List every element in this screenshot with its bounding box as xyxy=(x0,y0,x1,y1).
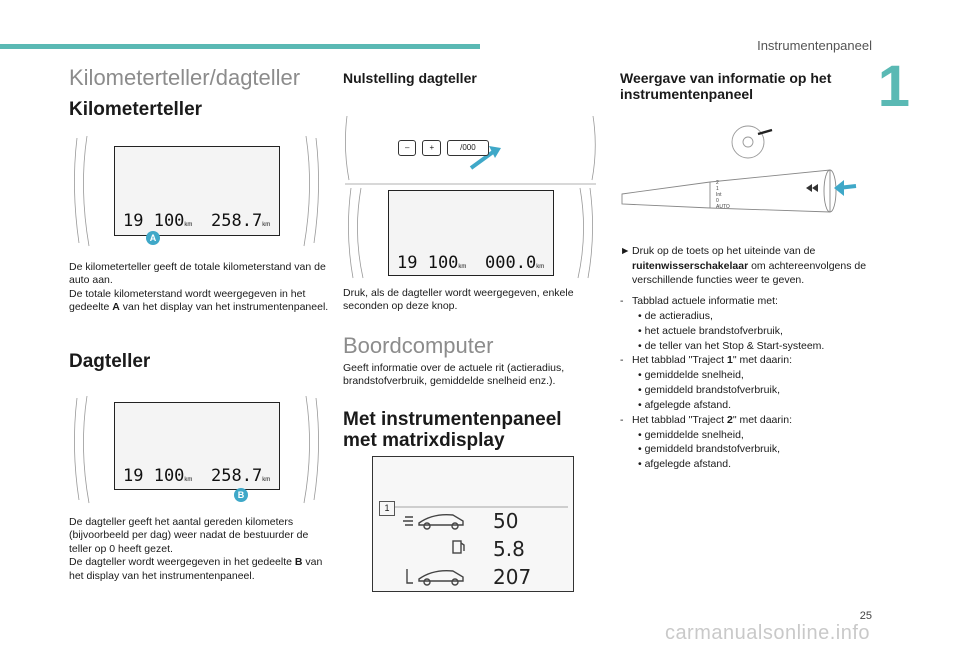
current-list-item: • de teller van het Stop & Start-systeem… xyxy=(638,339,825,352)
badge-a: A xyxy=(146,231,160,245)
section-label: Instrumentenpaneel xyxy=(757,38,872,53)
fuel-consumption-value: 5.8 xyxy=(493,537,525,561)
chapter-number: 1 xyxy=(877,54,910,119)
computer-heading: Boordcomputer xyxy=(343,333,494,358)
car-distance-icon xyxy=(406,569,464,586)
dashboard-outline xyxy=(345,115,596,279)
car-speed-icon xyxy=(403,513,464,530)
reset-figure: – + /000 19 100km 000.0km xyxy=(343,108,598,280)
reset-text: Druk, als de dagteller wordt weergegeven… xyxy=(343,287,605,314)
trip-mileage: 000.0km xyxy=(485,253,545,273)
tab-current-info: -Tabblad actuele informatie met: xyxy=(620,295,778,308)
reset-paragraph: Druk, als de dagteller wordt weergegeven… xyxy=(343,287,574,313)
trip1-list-item: • gemiddeld brandstofverbruik, xyxy=(638,384,781,397)
page-number: 25 xyxy=(859,610,872,622)
total-mileage: 19 100km xyxy=(123,466,193,486)
badge-b: B xyxy=(234,488,248,502)
total-mileage: 19 100km xyxy=(123,211,193,231)
matrix-heading: Met instrumentenpaneel met matrixdisplay xyxy=(343,409,605,452)
lcd-display: 19 100km 258.7km xyxy=(114,402,280,490)
right-text: ►Druk op de toets op het uiteinde van de… xyxy=(620,244,878,472)
trip-text: De dagteller geeft het aantal gereden ki… xyxy=(69,516,331,583)
header-accent-bar xyxy=(0,44,480,49)
odometer-paragraph-1: De kilometerteller geeft de totale kilom… xyxy=(69,261,326,287)
press-instruction: ►Druk op de toets op het uiteinde van de… xyxy=(620,245,867,287)
trip-figure: 19 100km 258.7km B xyxy=(69,388,324,506)
current-list-item: • de actieradius, xyxy=(638,309,713,322)
distance-value: 207 xyxy=(493,565,532,589)
trip1-list-item: • afgelegde afstand. xyxy=(638,398,731,411)
computer-paragraph: Geeft informatie over de actuele rit (ac… xyxy=(343,362,565,388)
trip2-list-item: • gemiddelde snelheid, xyxy=(638,428,744,441)
right-title-line-2: instrumentenpaneel xyxy=(620,86,754,103)
minus-button[interactable]: – xyxy=(398,140,417,156)
right-heading: Weergave van informatie op het instrumen… xyxy=(620,70,880,102)
left-column: Kilometerteller/dagteller Kilometertelle… xyxy=(69,65,331,121)
lcd-display: 19 100km 258.7km xyxy=(114,146,280,236)
control-buttons: – + /000 xyxy=(398,140,489,156)
gauge-tick-marks xyxy=(74,395,319,504)
trip-paragraph-2: De dagteller wordt weergegeven in het ge… xyxy=(69,556,323,582)
wiper-end-button-icon xyxy=(806,184,818,192)
total-mileage: 19 100km xyxy=(397,253,467,273)
tab-indicator: 1 xyxy=(379,501,395,516)
trip-title: Dagteller xyxy=(69,351,151,372)
reset-title: Nulstelling dagteller xyxy=(343,70,477,86)
odometer-figure: 19 100km 258.7km A xyxy=(69,128,324,250)
trip2-list-item: • afgelegde afstand. xyxy=(638,458,731,471)
computer-title: Boordcomputer xyxy=(343,333,494,358)
watermark: carmanualsonline.info xyxy=(664,622,870,644)
trip-mileage: 258.7km xyxy=(211,211,271,231)
matrix-title-line-1: Met instrumentenpaneel xyxy=(343,409,562,430)
computer-text: Geeft informatie over de actuele rit (ac… xyxy=(343,362,605,389)
reset-heading: Nulstelling dagteller xyxy=(343,70,477,86)
lcd-display: 19 100km 000.0km xyxy=(388,190,554,276)
trip2-list-item: • gemiddeld brandstofverbruik, xyxy=(638,443,781,456)
trip-heading: Dagteller xyxy=(69,351,151,373)
plus-button[interactable]: + xyxy=(422,140,442,156)
main-title: Kilometerteller/dagteller xyxy=(69,65,301,90)
current-list-item: • het actuele brandstofverbruik, xyxy=(638,324,783,337)
wiper-stalk-figure: 2 1 Int 0 AUTO xyxy=(620,112,875,230)
matrix-title-line-2: met matrixdisplay xyxy=(343,429,505,451)
trip-reset-button[interactable]: /000 xyxy=(447,140,489,156)
odometer-text: De kilometerteller geeft de totale kilom… xyxy=(69,261,331,315)
stalk-position-labels: 2 1 Int 0 AUTO xyxy=(716,180,730,210)
arrow-icon: ► xyxy=(620,245,631,257)
tab-trip-2: -Het tabblad "Traject 2" met daarin: xyxy=(620,413,792,426)
steering-wheel-icon xyxy=(731,125,765,159)
trip-paragraph-1: De dagteller geeft het aantal gereden ki… xyxy=(69,516,309,555)
odometer-paragraph-2: De totale kilometerstand wordt weergegev… xyxy=(69,287,329,314)
average-speed-value: 50 xyxy=(493,509,519,533)
trip1-list-item: • gemiddelde snelheid, xyxy=(638,369,744,382)
trip-mileage: 258.7km xyxy=(211,466,271,486)
stalk-drawing xyxy=(621,125,857,213)
tab-trip-1: -Het tabblad "Traject 1" met daarin: xyxy=(620,354,792,367)
odometer-title: Kilometerteller xyxy=(69,99,203,121)
gauge-tick-marks xyxy=(74,135,319,247)
fuel-pump-icon xyxy=(452,540,465,554)
matrix-icons xyxy=(395,506,568,586)
matrix-display: 1 50 5.8 207 xyxy=(372,456,574,592)
right-title-line-1: Weergave van informatie op het xyxy=(620,70,832,86)
